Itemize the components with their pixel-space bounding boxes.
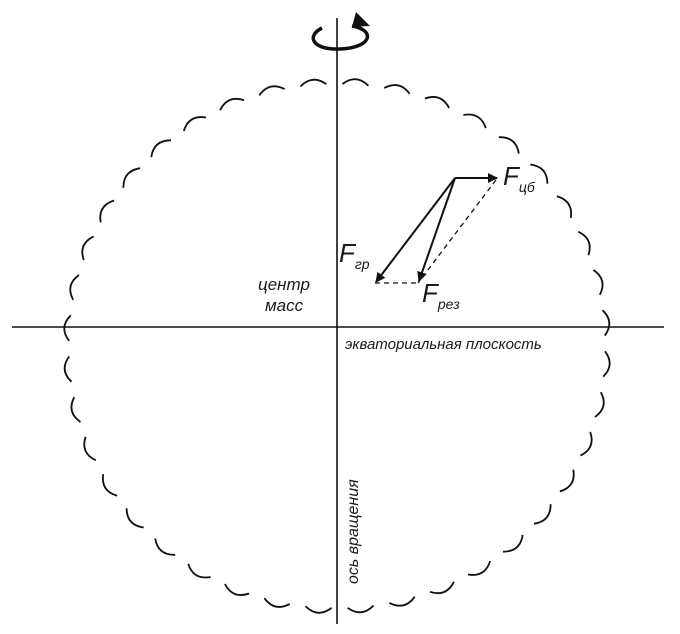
outline-segment [592,269,604,296]
center-of-mass-label-line2: масс [265,296,304,315]
outline-segment [81,235,95,261]
outline-segment [467,560,492,576]
outline-segment [429,581,455,595]
center-of-mass-label-line1: центр [258,275,310,294]
outline-segment [533,504,552,525]
body-outline [63,78,611,614]
outline-segment [577,230,591,256]
outline-segment [63,314,72,342]
outline-segment [63,355,73,383]
outline-segment [304,605,333,614]
outline-segment [388,596,416,607]
outline-segment [83,436,97,462]
rotation-arrow-icon [311,12,370,51]
outline-segment [498,136,520,154]
outline-segment [424,96,450,109]
outline-segment [602,350,611,378]
outline-segment [341,78,370,87]
outline-segment [150,139,172,158]
outline-segment [122,167,141,188]
outline-segment [502,534,524,553]
resultant-force-vector [417,177,456,282]
centrifugal-force-label: Fцб [503,161,536,195]
outline-segment [69,274,80,301]
outline-segment [101,473,118,497]
outline-segment [187,563,211,579]
outline-segment [594,391,605,418]
parallelogram-dash-right [417,179,497,284]
outline-segment [579,431,593,457]
outline-segment [182,116,207,132]
outline-segment [224,583,250,596]
outline-segment [347,604,375,614]
outline-segment [601,309,611,337]
outline-segment [383,84,411,95]
outline-segment [154,538,176,556]
outline-segment [258,85,286,96]
gravity-force-vector [375,177,456,283]
rotation-axis-label: ось вращения [345,479,362,584]
outline-segment [99,199,115,223]
outline-segment [530,163,549,184]
outline-segment [125,508,144,529]
outline-segment [70,396,82,423]
equatorial-plane-label: экваториальная плоскость [345,336,542,353]
outline-segment [263,597,291,608]
gravity-force-label: Fгр [339,238,370,272]
outline-segment [556,195,573,219]
outline-segment [299,78,327,88]
outline-segment [219,97,245,111]
outline-segment [463,113,487,129]
resultant-force-label: Fрез [422,278,460,312]
outline-segment [559,469,575,493]
